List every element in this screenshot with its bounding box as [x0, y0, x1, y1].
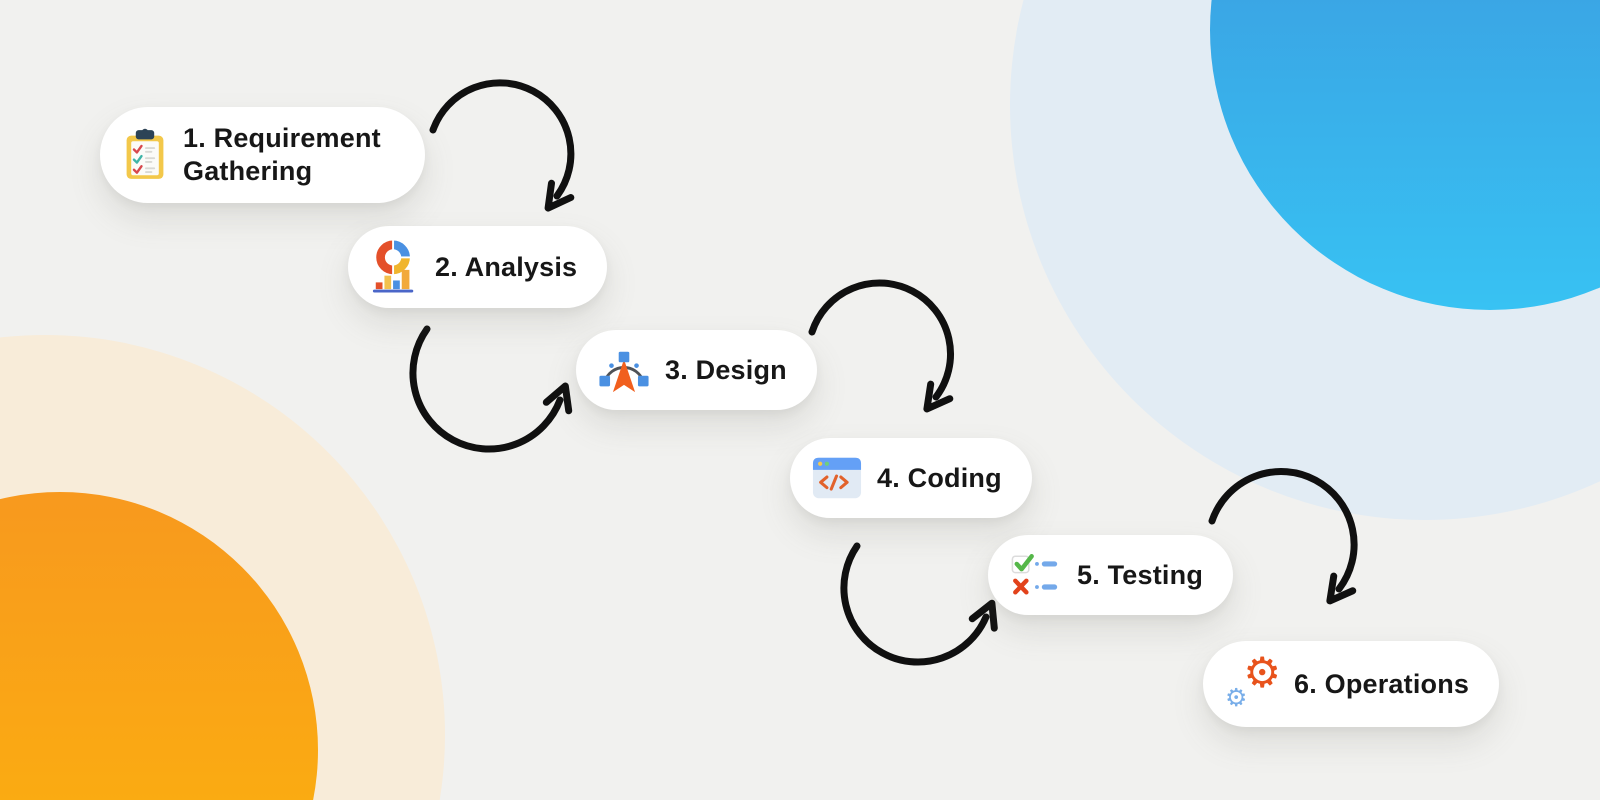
arrow-step1-to-step2 — [429, 79, 575, 212]
step-6-pill: ⚙︎ ⚙︎ 6. Operations — [1203, 641, 1500, 727]
step-2-pill: 2. Analysis — [348, 226, 608, 308]
vector-bezier-tool-icon — [598, 344, 650, 396]
step-6-label: 6. Operations — [1294, 668, 1470, 699]
arrow-step2-to-step3 — [409, 325, 573, 453]
step-3-pill: 3. Design — [576, 330, 817, 410]
step-3-label: 3. Design — [665, 354, 787, 385]
gear-large-orange-icon: ⚙︎ — [1243, 648, 1281, 697]
gears-icon: ⚙︎ ⚙︎ — [1225, 652, 1281, 712]
step-1-pill: 1. Requirement Gathering — [100, 107, 425, 203]
step-1-label: 1. Requirement Gathering — [183, 123, 381, 186]
arrow-step3-to-step4 — [808, 279, 954, 413]
analytics-chart-icon — [370, 239, 420, 295]
clipboard-checklist-icon — [122, 127, 168, 183]
step-5-label: 5. Testing — [1077, 559, 1204, 590]
step-4-pill: 4. Coding — [790, 438, 1032, 518]
step-4-label: 4. Coding — [877, 462, 1002, 493]
pass-fail-checklist-icon — [1010, 551, 1062, 599]
arrow-step4-to-step5 — [840, 542, 998, 666]
step-5-pill: 5. Testing — [988, 535, 1234, 615]
step-2-label: 2. Analysis — [435, 251, 578, 282]
code-window-icon — [812, 456, 862, 500]
gear-small-blue-icon: ⚙︎ — [1225, 683, 1248, 712]
